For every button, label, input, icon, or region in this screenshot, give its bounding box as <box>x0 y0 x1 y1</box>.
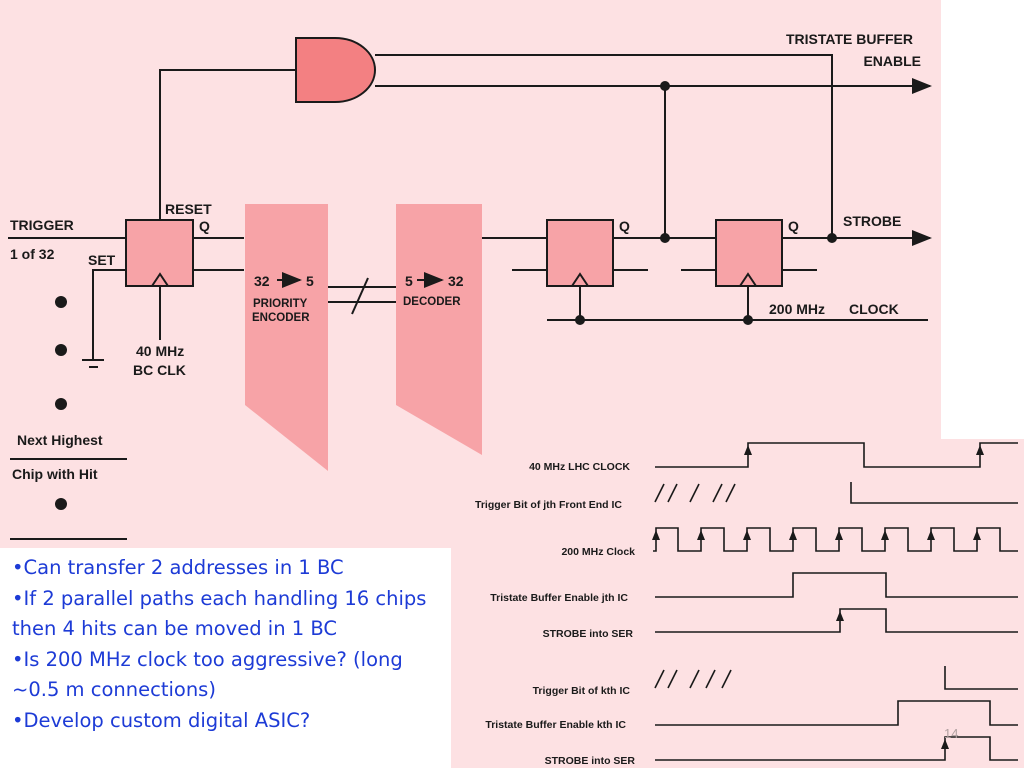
timing-label-lhc-clock: 40 MHz LHC CLOCK <box>529 461 630 473</box>
junction-strobe <box>827 233 837 243</box>
timing-label-strobe-k: STROBE into SER <box>545 755 636 767</box>
wire-and-out <box>375 70 930 86</box>
edge-arrow-200-4 <box>789 530 797 540</box>
edge-arrow-200-5 <box>835 530 843 540</box>
encoder-label-2: ENCODER <box>252 312 310 324</box>
edge-arrow-200-7 <box>927 530 935 540</box>
edge-arrow-strobe-k <box>941 739 949 749</box>
ff2-clock-triangle <box>571 272 589 287</box>
slide-number: 14 <box>944 726 959 741</box>
trigger-label: TRIGGER <box>10 217 74 233</box>
junction-enable <box>660 81 670 91</box>
hatch-k-4 <box>705 669 716 689</box>
bus-slash <box>351 277 369 315</box>
waveform-strobe-j <box>655 608 1018 633</box>
flip-flop-2 <box>546 219 614 287</box>
hatch-k-1 <box>654 669 665 689</box>
hatch-j-5 <box>725 483 736 503</box>
timing-label-trigger-k: Trigger Bit of kth IC <box>533 685 631 697</box>
ff2-q-label: Q <box>619 218 630 234</box>
waveform-strobe-k <box>655 736 1018 761</box>
junction-q2 <box>660 233 670 243</box>
bullet-4: •Develop custom digital ASIC? <box>12 708 311 732</box>
timing-label-trigger-j: Trigger Bit of jth Front End IC <box>475 499 622 511</box>
ff1-q-label: Q <box>199 218 210 234</box>
decoder-label: DECODER <box>403 296 461 308</box>
ellipsis-dot-4 <box>55 498 67 510</box>
wire-reset-to-and <box>159 69 296 220</box>
timing-panel <box>451 439 1024 768</box>
timing-label-200mhz: 200 MHz Clock <box>561 546 635 558</box>
timing-label-enable-k: Tristate Buffer Enable kth IC <box>485 719 626 731</box>
bullet-1: •Can transfer 2 addresses in 1 BC <box>12 556 344 579</box>
junction-clk-ff2 <box>575 315 585 325</box>
waveform-enable-k <box>655 700 1018 726</box>
hatch-k-3 <box>689 669 700 689</box>
set-label: SET <box>88 252 116 268</box>
one-of-32-label: 1 of 32 <box>10 246 55 262</box>
edge-arrow-200-2 <box>697 530 705 540</box>
and-gate <box>295 37 376 103</box>
strobe-label: STROBE <box>843 213 901 229</box>
hatch-k-2 <box>667 669 678 689</box>
chip-with-hit-label: Chip with Hit <box>12 466 98 482</box>
hatch-k-5 <box>721 669 732 689</box>
encoder-label-1: PRIORITY <box>253 298 308 310</box>
bullet-list: •Can transfer 2 addresses in 1 BC •If 2 … <box>12 553 442 736</box>
hatch-j-2 <box>667 483 678 503</box>
tristate-label-2: ENABLE <box>863 53 921 69</box>
hatch-j-1 <box>654 483 665 503</box>
edge-arrow-200-8 <box>973 530 981 540</box>
waveform-enable-j <box>655 572 1018 598</box>
decoder-block <box>396 204 482 455</box>
clock200-label-right: CLOCK <box>849 301 899 317</box>
ff1-clock-triangle <box>151 272 169 287</box>
encoder-ratio-in: 32 <box>254 273 270 289</box>
ff3-q-label: Q <box>788 218 799 234</box>
clock200-label-left: 200 MHz <box>769 301 825 317</box>
ellipsis-dot-2 <box>55 344 67 356</box>
hatch-j-4 <box>712 483 723 503</box>
wire-strobe-feedback <box>375 54 833 238</box>
waveform-trigger-k <box>944 666 1018 690</box>
edge-arrow-200-1 <box>652 530 660 540</box>
decoder-ratio-out: 32 <box>448 273 464 289</box>
edge-arrow-strobe-j <box>836 611 844 621</box>
waveform-trigger-j <box>850 482 1018 504</box>
bullet-2: •If 2 parallel paths each handling 16 ch… <box>12 586 427 641</box>
ff3-clock-triangle <box>739 272 757 287</box>
junction-clk-ff3 <box>743 315 753 325</box>
wire-set-ground <box>92 269 126 360</box>
clk40-label-1: 40 MHz <box>136 343 184 359</box>
clk40-label-2: BC CLK <box>133 362 186 378</box>
edge-arrow-200-3 <box>743 530 751 540</box>
edge-arrow-lhc-2 <box>976 445 984 455</box>
timing-label-strobe-j: STROBE into SER <box>543 628 634 640</box>
next-highest-label: Next Highest <box>17 432 103 448</box>
encoder-ratio-out: 5 <box>306 273 314 289</box>
timing-label-enable-j: Tristate Buffer Enable jth IC <box>490 592 628 604</box>
hatch-j-3 <box>689 483 700 503</box>
bullet-3: •Is 200 MHz clock too aggressive? (long … <box>12 647 403 702</box>
ellipsis-dot-3 <box>55 398 67 410</box>
edge-arrow-lhc-1 <box>744 445 752 455</box>
ellipsis-dot-1 <box>55 296 67 308</box>
tristate-label-1: TRISTATE BUFFER <box>786 31 913 47</box>
decoder-ratio-in: 5 <box>405 273 413 289</box>
priority-encoder-block <box>245 204 328 471</box>
edge-arrow-200-6 <box>881 530 889 540</box>
waveform-lhc-clock <box>655 442 1018 468</box>
reset-label: RESET <box>165 201 212 217</box>
